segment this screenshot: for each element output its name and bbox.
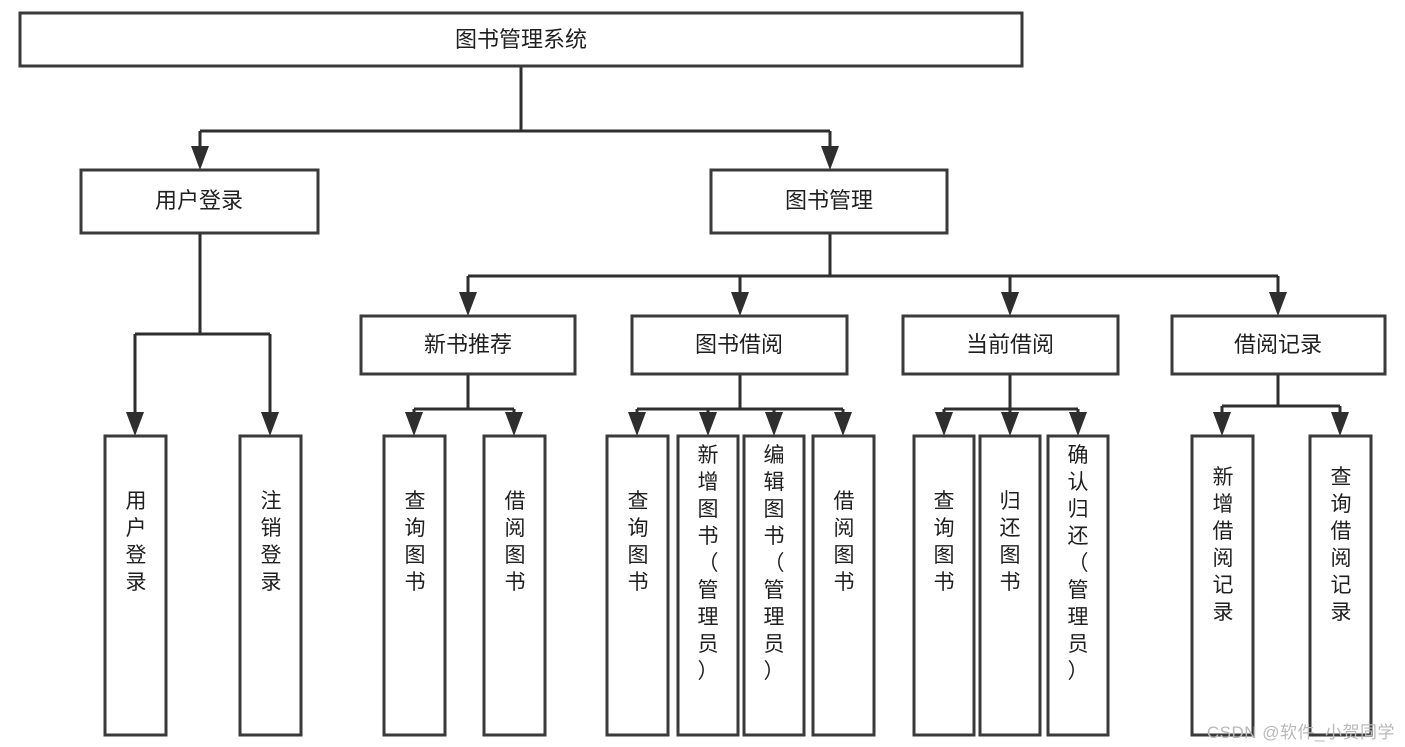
- arrow-head-leaf-user-login: [126, 412, 144, 436]
- leaf-br-query-record-label: 查询借阅记录: [1331, 466, 1352, 624]
- node-borrow-record-label: 借阅记录: [1234, 332, 1322, 357]
- leaf-cb-return-book-box[interactable]: [978, 434, 1042, 737]
- arrow-head-user-login: [191, 146, 209, 170]
- node-borrow-record-box[interactable]: [1170, 314, 1387, 376]
- leaf-logout[interactable]: 注销登录: [238, 434, 303, 737]
- leaf-nb-borrow-book-box[interactable]: [482, 434, 547, 737]
- node-borrow-record[interactable]: 借阅记录: [1170, 314, 1387, 376]
- leaf-br-query-record[interactable]: 查询借阅记录: [1308, 434, 1373, 737]
- node-book-borrow-label: 图书借阅: [695, 332, 783, 357]
- arrow-head-new-book: [459, 292, 477, 316]
- leaf-bb-query-book-box[interactable]: [605, 434, 670, 737]
- leaf-nb-borrow-book-label: 借阅图书: [505, 490, 526, 594]
- leaf-bb-borrow-book-label: 借阅图书: [834, 490, 855, 594]
- node-root-label: 图书管理系统: [455, 27, 587, 52]
- leaf-cb-return-book-label: 归还图书: [1000, 490, 1021, 594]
- arrow-head-leaf-add-record: [1213, 412, 1231, 436]
- node-user-login-box[interactable]: [79, 168, 320, 235]
- leaf-bb-query-book-label: 查询图书: [628, 490, 649, 594]
- node-user-login[interactable]: 用户登录: [79, 168, 320, 235]
- leaf-logout-box[interactable]: [238, 434, 303, 737]
- arrow-head-leaf-add-book: [699, 412, 717, 436]
- leaf-bb-query-book[interactable]: 查询图书: [605, 434, 670, 737]
- arrow-head-leaf-borrow-book-2: [834, 412, 852, 436]
- leaf-bb-edit-book[interactable]: 编辑图书（管理员）: [742, 434, 806, 737]
- leaf-br-add-record[interactable]: 新增借阅记录: [1190, 434, 1255, 737]
- link-book-borrow-to-leaves: [635, 374, 845, 418]
- leaf-logout-label: 注销登录: [261, 490, 282, 594]
- node-book-manage[interactable]: 图书管理: [709, 168, 949, 235]
- node-current-borrow-label: 当前借阅: [966, 332, 1054, 357]
- arrow-head-leaf-borrow-book-1: [505, 412, 523, 436]
- node-current-borrow[interactable]: 当前借阅: [901, 314, 1120, 376]
- leaf-cb-query-book[interactable]: 查询图书: [912, 434, 976, 737]
- arrow-head-leaf-query-book-1: [405, 412, 423, 436]
- arrow-head-book-borrow: [731, 292, 749, 316]
- arrow-head-leaf-query-book-3: [935, 412, 953, 436]
- node-new-book-label: 新书推荐: [424, 332, 512, 357]
- link-current-borrow-to-leaves: [942, 374, 1080, 418]
- arrow-head-leaf-return-book: [1001, 412, 1019, 436]
- leaf-nb-borrow-book[interactable]: 借阅图书: [482, 434, 547, 737]
- leaf-bb-borrow-book[interactable]: 借阅图书: [811, 434, 876, 737]
- arrow-head-book-manage: [821, 146, 839, 170]
- link-new-book-to-leaves: [412, 374, 516, 418]
- node-book-borrow[interactable]: 图书借阅: [630, 314, 849, 376]
- leaf-br-add-record-box[interactable]: [1190, 434, 1255, 737]
- leaf-user-login-box[interactable]: [103, 434, 168, 737]
- arrow-head-leaf-logout: [261, 412, 279, 436]
- csdn-watermark: CSDN @软件_小贺同学: [1206, 723, 1395, 742]
- node-book-manage-box[interactable]: [709, 168, 949, 235]
- link-book-manage-to-level3: [466, 233, 1280, 298]
- arrow-head-leaf-query-book-2: [628, 412, 646, 436]
- link-borrow-record-to-leaves: [1220, 374, 1342, 418]
- node-book-manage-label: 图书管理: [785, 188, 873, 213]
- leaf-bb-add-book-label: 新增图书（管理员）: [698, 444, 719, 683]
- leaf-cb-confirm-return-label: 确认归还（管理员）: [1068, 444, 1089, 683]
- node-new-book-box[interactable]: [359, 314, 577, 376]
- node-root-box[interactable]: [18, 11, 1024, 68]
- leaf-cb-return-book[interactable]: 归还图书: [978, 434, 1042, 737]
- leaf-bb-borrow-book-box[interactable]: [811, 434, 876, 737]
- node-root[interactable]: 图书管理系统: [18, 11, 1024, 68]
- link-root-to-level2: [198, 66, 832, 152]
- leaf-cb-confirm-return[interactable]: 确认归还（管理员）: [1046, 434, 1110, 737]
- link-user-login-to-leaves: [133, 233, 272, 418]
- leaf-bb-edit-book-box[interactable]: [742, 434, 806, 737]
- leaf-br-add-record-label: 新增借阅记录: [1213, 466, 1234, 624]
- leaf-cb-confirm-return-box[interactable]: [1046, 434, 1110, 737]
- leaf-nb-query-book-box[interactable]: [382, 434, 447, 737]
- leaf-bb-add-book-box[interactable]: [676, 434, 740, 737]
- leaf-user-login-label: 用户登录: [126, 490, 147, 594]
- connector-layer: [126, 66, 1349, 436]
- node-book-borrow-box[interactable]: [630, 314, 849, 376]
- arrow-head-leaf-confirm-return: [1069, 412, 1087, 436]
- node-new-book[interactable]: 新书推荐: [359, 314, 577, 376]
- leaf-user-login[interactable]: 用户登录: [103, 434, 168, 737]
- arrow-head-leaf-query-record: [1331, 412, 1349, 436]
- arrow-head-leaf-edit-book: [765, 412, 783, 436]
- leaf-nb-query-book-label: 查询图书: [405, 490, 426, 594]
- leaf-nb-query-book[interactable]: 查询图书: [382, 434, 447, 737]
- leaf-cb-query-book-box[interactable]: [912, 434, 976, 737]
- arrow-head-current-borrow: [1001, 292, 1019, 316]
- arrow-head-borrow-record: [1269, 292, 1287, 316]
- leaf-cb-query-book-label: 查询图书: [934, 490, 955, 594]
- node-current-borrow-box[interactable]: [901, 314, 1120, 376]
- leaf-bb-edit-book-label: 编辑图书（管理员）: [764, 444, 785, 683]
- node-user-login-label: 用户登录: [155, 188, 243, 213]
- leaf-br-query-record-box[interactable]: [1308, 434, 1373, 737]
- leaf-bb-add-book[interactable]: 新增图书（管理员）: [676, 434, 740, 737]
